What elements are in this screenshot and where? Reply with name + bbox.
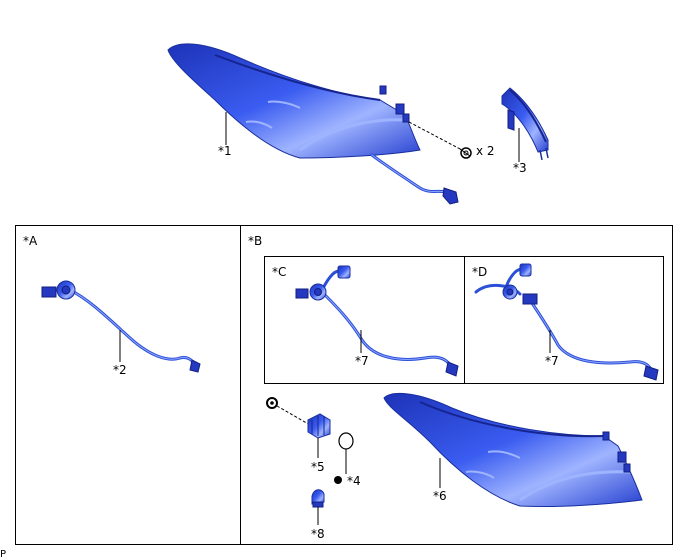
screw-guide-line-b (276, 405, 311, 426)
panel-label-a: *A (23, 234, 38, 248)
screw-icon (459, 147, 472, 159)
lamp-lens-6 (383, 392, 643, 508)
callout-1: *1 (218, 144, 232, 158)
callout-qty: x 2 (476, 144, 495, 158)
panel-frame-d (464, 256, 664, 384)
callout-5: *5 (311, 460, 325, 474)
panel-label-c: *C (272, 265, 286, 279)
callout-4: *4 (347, 474, 361, 488)
bracket-3 (501, 87, 549, 161)
bulb-8 (311, 489, 325, 508)
panel-frame-outer (15, 225, 673, 545)
tail-lamp-assembly-1 (167, 43, 459, 205)
callout-7-d: *7 (545, 354, 559, 368)
gasket-ring-4 (338, 432, 354, 450)
leader-4-dot (334, 476, 342, 484)
wire-harness-7-d (474, 263, 659, 381)
callout-3: *3 (513, 161, 527, 175)
callout-2: *2 (113, 363, 127, 377)
panel-label-b: *B (248, 234, 262, 248)
figure-code: P (0, 549, 6, 560)
panel-label-d: *D (472, 265, 487, 279)
wire-harness-7-c (295, 265, 459, 377)
small-screw-icon (266, 397, 278, 409)
callout-7-c: *7 (355, 354, 369, 368)
socket-5 (307, 413, 331, 439)
wire-harness-2 (41, 280, 201, 373)
callout-8: *8 (311, 527, 325, 541)
callout-6: *6 (433, 489, 447, 503)
